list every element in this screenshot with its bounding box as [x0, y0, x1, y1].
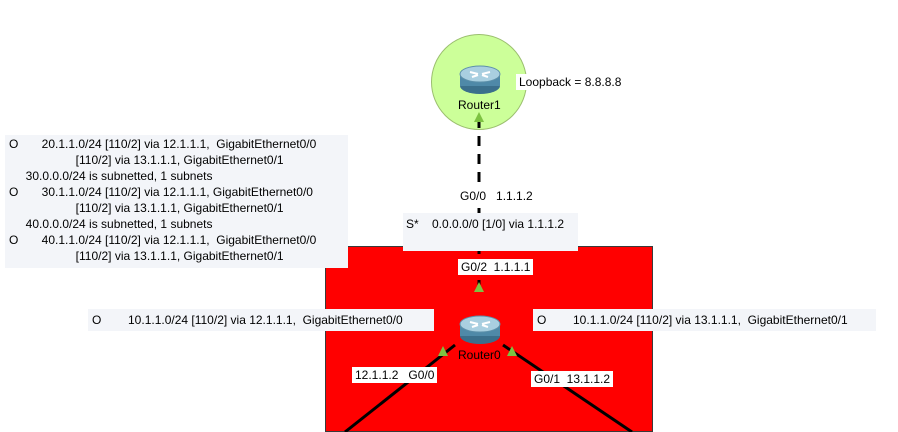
port-indicator-r0-g0-2	[474, 282, 484, 292]
link-router0-g0-0	[344, 343, 456, 432]
interface-label-router0-g0-2: G0/2 1.1.1.1	[458, 259, 534, 275]
interface-label-router1-g0-0: G0/0 1.1.1.2	[457, 188, 536, 204]
routing-table-line: 30.0.0.0/24 is subnetted, 1 subnets	[9, 169, 213, 183]
routing-table-line: O 20.1.1.0/24 [110/2] via 12.1.1.1, Giga…	[9, 137, 317, 151]
routing-table-line: [110/2] via 13.1.1.1, GigabitEthernet0/1	[9, 153, 284, 167]
port-indicator-r1-g0-0	[474, 112, 484, 122]
routing-table-line: [110/2] via 13.1.1.1, GigabitEthernet0/1	[9, 249, 284, 263]
router0-label: Router0	[458, 348, 501, 362]
loopback-label: Loopback = 8.8.8.8	[516, 74, 625, 90]
routing-table-note: O 20.1.1.0/24 [110/2] via 12.1.1.1, Giga…	[5, 135, 348, 268]
router-icon[interactable]	[458, 312, 502, 349]
interface-label-router0-g0-1: G0/1 13.1.1.2	[531, 371, 614, 387]
routing-table-line: O 30.1.1.0/24 [110/2] via 12.1.1.1, Giga…	[9, 185, 313, 199]
port-indicator-r0-g0-0	[438, 346, 448, 356]
router-icon[interactable]	[458, 62, 502, 99]
routing-table-line: 40.0.0.0/24 is subnetted, 1 subnets	[9, 217, 213, 231]
interface-label-router0-g0-0: 12.1.1.2 G0/0	[352, 367, 438, 383]
port-indicator-r0-g0-1	[507, 346, 517, 356]
router1-label: Router1	[458, 98, 501, 112]
route-note-g0-0: O 10.1.1.0/24 [110/2] via 12.1.1.1, Giga…	[88, 309, 434, 331]
link-router0-g0-1	[502, 343, 633, 432]
routing-table-line: O 40.1.1.0/24 [110/2] via 12.1.1.1, Giga…	[9, 233, 317, 247]
routing-table-line: [110/2] via 13.1.1.1, GigabitEthernet0/1	[9, 201, 284, 215]
static-route-note: S* 0.0.0.0/0 [1/0] via 1.1.1.2	[403, 213, 578, 251]
route-note-g0-1: O 10.1.1.0/24 [110/2] via 13.1.1.1, Giga…	[533, 309, 876, 331]
